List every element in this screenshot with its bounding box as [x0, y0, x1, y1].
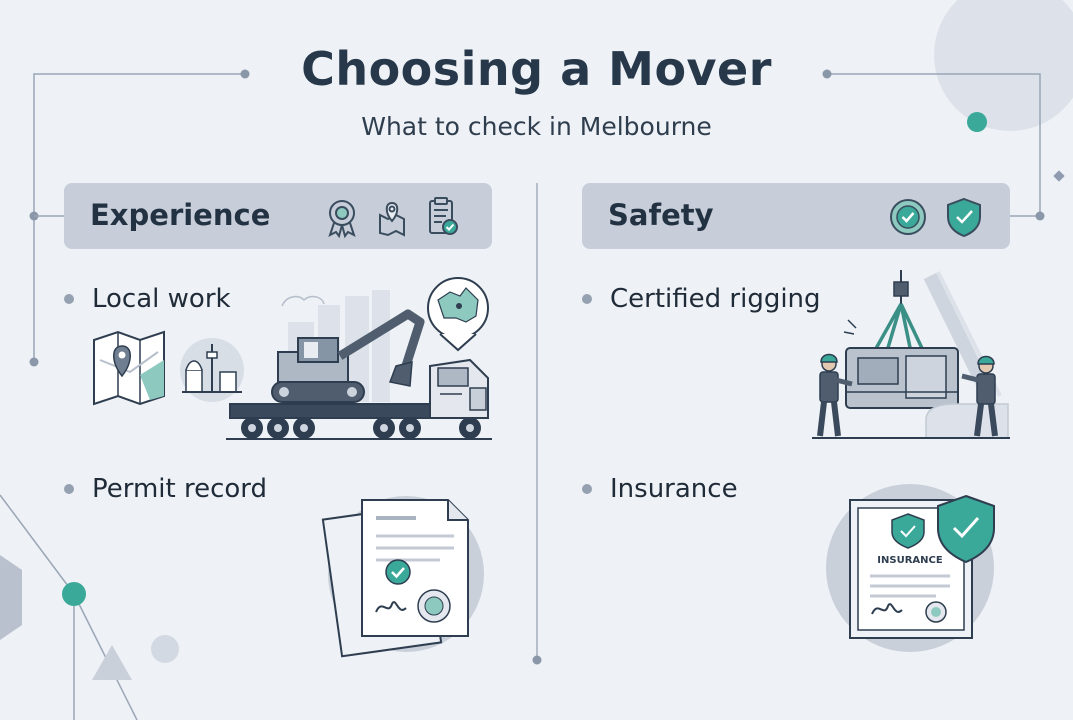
page-subtitle: What to check in Melbourne — [361, 112, 712, 141]
connector-node — [240, 69, 250, 79]
list-item: Insurance — [582, 474, 738, 504]
section-header-safety: Safety — [582, 183, 1010, 249]
connector-node — [1035, 211, 1045, 221]
item-label-certified-rigging: Certified rigging — [610, 284, 821, 314]
map-pin-icon — [379, 201, 405, 237]
shield-check-icon — [947, 197, 981, 238]
bullet-dot — [582, 294, 592, 304]
decor-diamond — [1053, 170, 1065, 182]
bullet-dot — [582, 484, 592, 494]
decor-dot-teal — [62, 582, 86, 606]
item-label-local-work: Local work — [92, 284, 231, 314]
section-header-experience: Experience — [64, 183, 492, 249]
decor-circle-large — [934, 0, 1073, 131]
decor-line — [0, 494, 75, 595]
item-label-insurance: Insurance — [610, 474, 738, 504]
connector-node — [822, 69, 832, 79]
section-title-experience: Experience — [90, 198, 271, 232]
connector-left — [33, 73, 245, 362]
clipboard-check-icon — [429, 197, 458, 235]
connector-right — [827, 73, 1041, 217]
list-item: Certified rigging — [582, 284, 821, 314]
safety-icons — [890, 197, 981, 238]
badge-check-icon — [890, 199, 926, 235]
connector-node — [532, 655, 542, 665]
list-item: Permit record — [64, 474, 267, 504]
experience-icons — [328, 197, 458, 239]
decor-hexagon — [0, 555, 22, 640]
connector-node — [29, 357, 39, 367]
page-title: Choosing a Mover — [301, 42, 772, 96]
award-icon — [328, 200, 356, 239]
decor-circle-small — [151, 635, 179, 663]
bullet-dot — [64, 484, 74, 494]
decor-dot-teal — [967, 112, 987, 132]
bullet-dot — [64, 294, 74, 304]
list-item: Local work — [64, 284, 231, 314]
decor-triangle — [92, 645, 132, 680]
section-title-safety: Safety — [608, 198, 714, 232]
item-label-permit-record: Permit record — [92, 474, 268, 504]
